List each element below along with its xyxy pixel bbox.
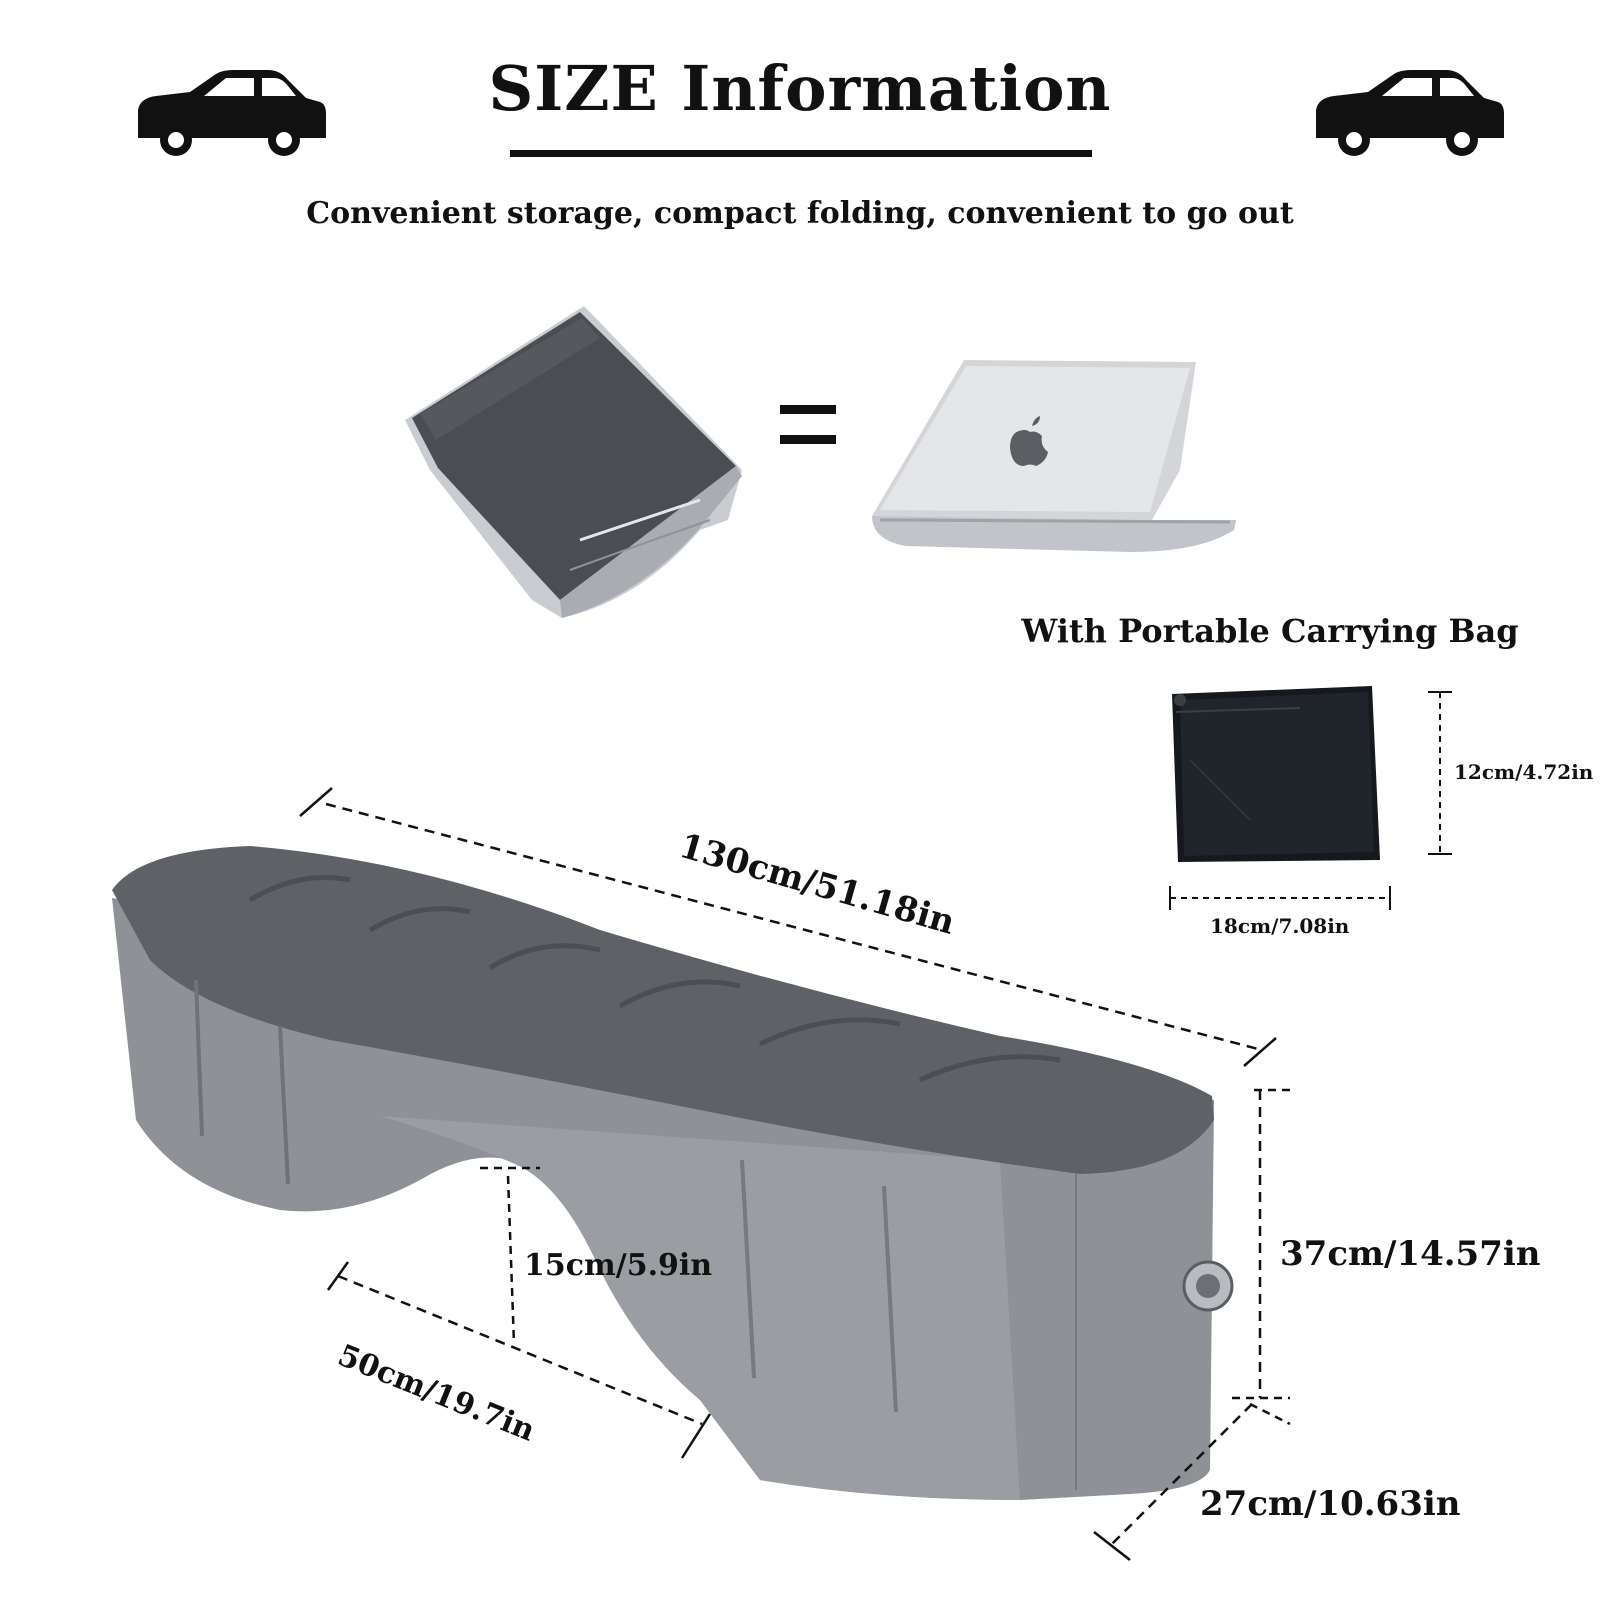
- page-subtitle: Convenient storage, compact folding, con…: [306, 196, 1294, 231]
- gap-height-label: 15cm/5.9in: [524, 1248, 713, 1283]
- equals-sign: [780, 405, 836, 447]
- length-label: 130cm/51.18in: [674, 826, 960, 943]
- page-title: SIZE Information: [488, 52, 1112, 125]
- apple-logo-icon: [1010, 416, 1048, 466]
- carry-bag-caption: With Portable Carrying Bag: [1021, 612, 1519, 650]
- bag-height-label: 12cm/4.72in: [1454, 760, 1594, 784]
- depth-label: 27cm/10.63in: [1200, 1484, 1461, 1524]
- bag-width-label: 18cm/7.08in: [1210, 914, 1350, 938]
- title-underline: [510, 150, 1092, 157]
- height-label: 37cm/14.57in: [1280, 1234, 1541, 1274]
- base-width-label: 50cm/19.7in: [332, 1338, 540, 1449]
- air-valve-icon: [1182, 1260, 1234, 1312]
